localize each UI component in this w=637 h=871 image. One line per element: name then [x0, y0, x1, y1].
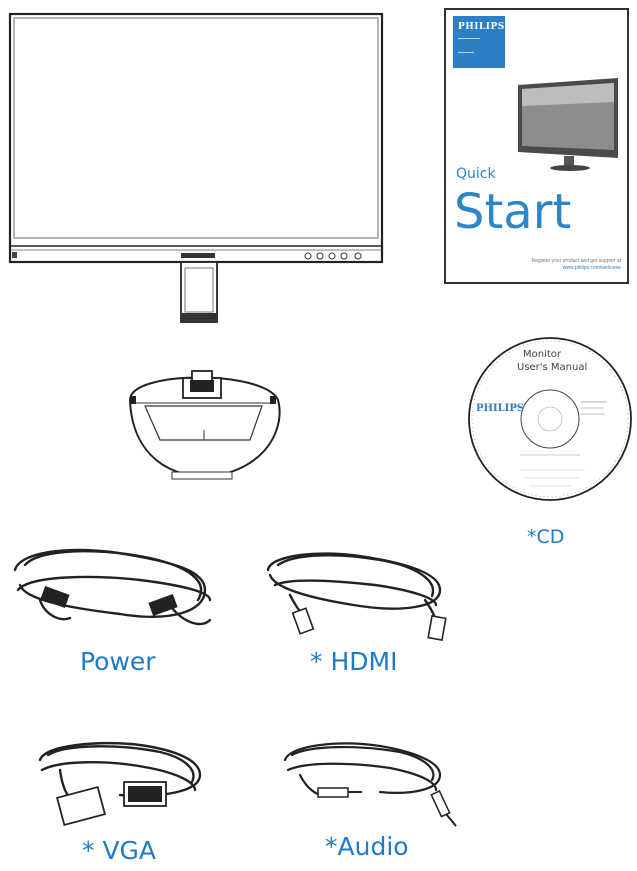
quick-start-word-start: Start: [454, 184, 572, 240]
cd-brand: PHILIPS: [476, 403, 525, 414]
quick-start-brand: PHILIPS: [458, 22, 505, 32]
cd-title-line2: User's Manual: [517, 362, 588, 373]
cd-title-line1: Monitor: [523, 349, 562, 360]
quick-start-booklet: PHILIPS Quick Start Register your produc…: [444, 8, 629, 284]
quick-start-brand-line: [458, 38, 480, 39]
power-cable-drawing: [13, 548, 212, 626]
audio-cable-drawing: [283, 742, 442, 797]
hdmi-label: * HDMI: [310, 647, 398, 676]
quick-start-word-quick: Quick: [456, 166, 496, 182]
vga-label: * VGA: [82, 836, 157, 865]
vga-cable-drawing: [38, 741, 202, 802]
quick-start-brand-line: [458, 52, 474, 53]
monitor-buttons: [304, 252, 362, 260]
cd-label: *CD: [527, 526, 565, 548]
quick-start-monitor-picture: [518, 78, 618, 171]
quick-start-cover-band: [453, 16, 505, 68]
power-label: Power: [80, 647, 156, 676]
quick-start-footer-line1: Register your product and get support at: [531, 258, 622, 264]
audio-label: *Audio: [325, 832, 409, 861]
quick-start-footer-line2: www.philips.com/welcome: [562, 265, 621, 271]
